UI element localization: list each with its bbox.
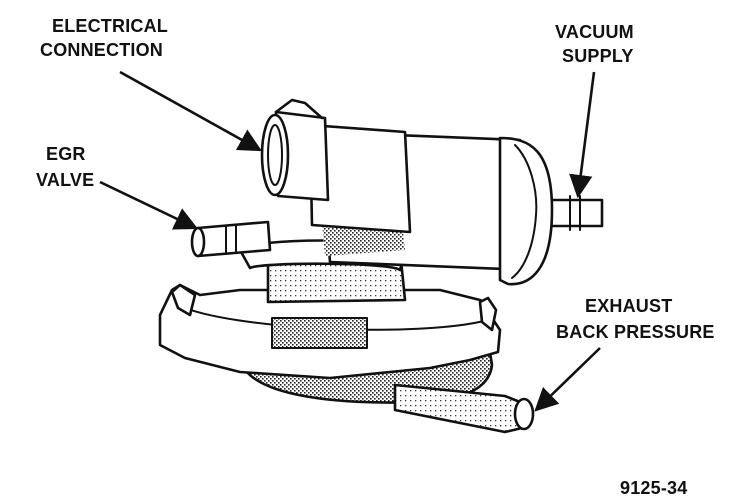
label-connection: CONNECTION <box>40 40 163 60</box>
label-egr: EGR <box>46 144 86 164</box>
leader-vacuum-supply <box>569 71 596 199</box>
label-vacuum: VACUUM <box>555 22 634 42</box>
transducer-body <box>158 98 604 434</box>
flange-slot-right <box>478 296 498 332</box>
figure-number: 9125-34 <box>620 478 687 498</box>
leader-egr-valve <box>99 180 199 230</box>
egr-port-tube <box>196 220 272 258</box>
callout-exhaust-back-pressure: EXHAUST BACK PRESSURE <box>556 296 715 342</box>
callout-vacuum-supply: VACUUM SUPPLY <box>555 22 634 66</box>
leader-lines <box>99 70 601 412</box>
vacuum-supply-ring <box>569 195 581 231</box>
flange-slot-left <box>170 283 197 317</box>
label-electrical: ELECTRICAL <box>52 16 168 36</box>
label-supply: SUPPLY <box>562 46 634 66</box>
egr-port-ring <box>225 224 237 255</box>
end-cap <box>498 136 554 286</box>
vacuum-supply-tube <box>546 198 604 228</box>
connector-clip <box>274 98 324 120</box>
leader-electrical-connection <box>119 70 263 152</box>
exhaust-tube-end <box>513 397 535 431</box>
connector-opening <box>260 113 290 197</box>
egr-port-tube-end <box>190 226 206 258</box>
end-cap-rim <box>511 144 538 279</box>
flange-window <box>271 317 368 349</box>
label-back-pressure: BACK PRESSURE <box>556 322 715 342</box>
label-valve: VALVE <box>36 170 94 190</box>
exhaust-tube <box>393 383 524 434</box>
leader-exhaust-back-pressure <box>534 347 601 412</box>
label-exhaust: EXHAUST <box>585 296 672 316</box>
callout-egr-valve: EGR VALVE <box>36 144 94 190</box>
connector-opening-inner <box>267 124 283 186</box>
callout-electrical-connection: ELECTRICAL CONNECTION <box>40 16 168 60</box>
